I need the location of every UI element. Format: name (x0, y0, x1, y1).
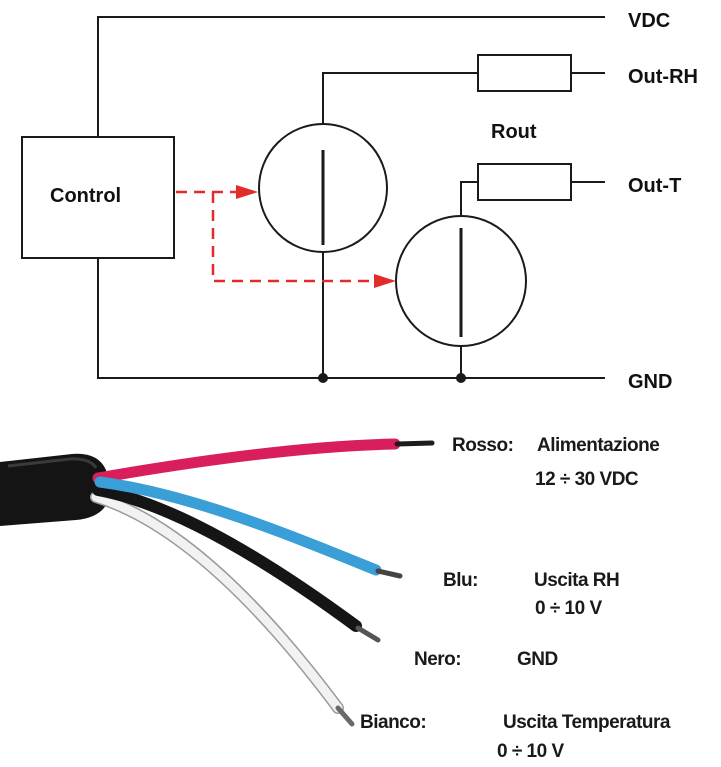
wire-label-black-color: Nero: (414, 649, 461, 670)
wire-blue-tip (375, 568, 403, 579)
t-resistor (477, 163, 572, 201)
wire-label-blue-range: 0 ÷ 10 V (535, 598, 602, 619)
wire-label-red-color: Rosso: (452, 435, 513, 456)
rh-sensor-wire (322, 72, 478, 124)
wire-blue (94, 476, 382, 576)
vdc-wire (97, 16, 605, 137)
out-rh-label: Out-RH (628, 66, 698, 88)
wire-white-tip (335, 705, 355, 727)
rh-resistor (477, 54, 572, 92)
control-box (21, 136, 175, 259)
gnd-wire (97, 258, 605, 379)
wire-label-red-range: 12 ÷ 30 VDC (535, 469, 639, 490)
wire-black (92, 484, 362, 632)
control-lines (176, 190, 376, 283)
cable-illustration (0, 438, 435, 727)
wire-label-white-function: Uscita Temperatura (503, 712, 671, 733)
cable-sheath-shine (7, 457, 98, 469)
wire-label-black-function: GND (517, 649, 558, 670)
wire-black-tip (355, 625, 381, 643)
wire-label-red-function: Alimentazione (537, 435, 659, 456)
control-line-t (211, 192, 376, 283)
rout-label: Rout (491, 121, 537, 143)
arrow-head-rh (236, 185, 258, 199)
cable-sheath (0, 453, 108, 526)
wire-red-tip (394, 440, 435, 447)
t-sensor-wire (460, 181, 478, 216)
out-t-label: Out-T (628, 175, 681, 197)
junction-dot-rh (318, 373, 328, 383)
wire-white-inner (91, 492, 343, 713)
junction-dot-t (456, 373, 466, 383)
wire-label-blue-function: Uscita RH (534, 570, 619, 591)
vdc-label: VDC (628, 10, 670, 32)
wire-white (90, 491, 344, 714)
gnd-label: GND (628, 371, 672, 393)
wire-label-white-range: 0 ÷ 10 V (497, 741, 564, 762)
wire-label-blue-color: Blu: (443, 570, 478, 591)
arrow-head-t (374, 274, 396, 288)
wire-label-white-color: Bianco: (360, 712, 426, 733)
control-label: Control (50, 185, 121, 207)
wire-red (92, 438, 401, 484)
